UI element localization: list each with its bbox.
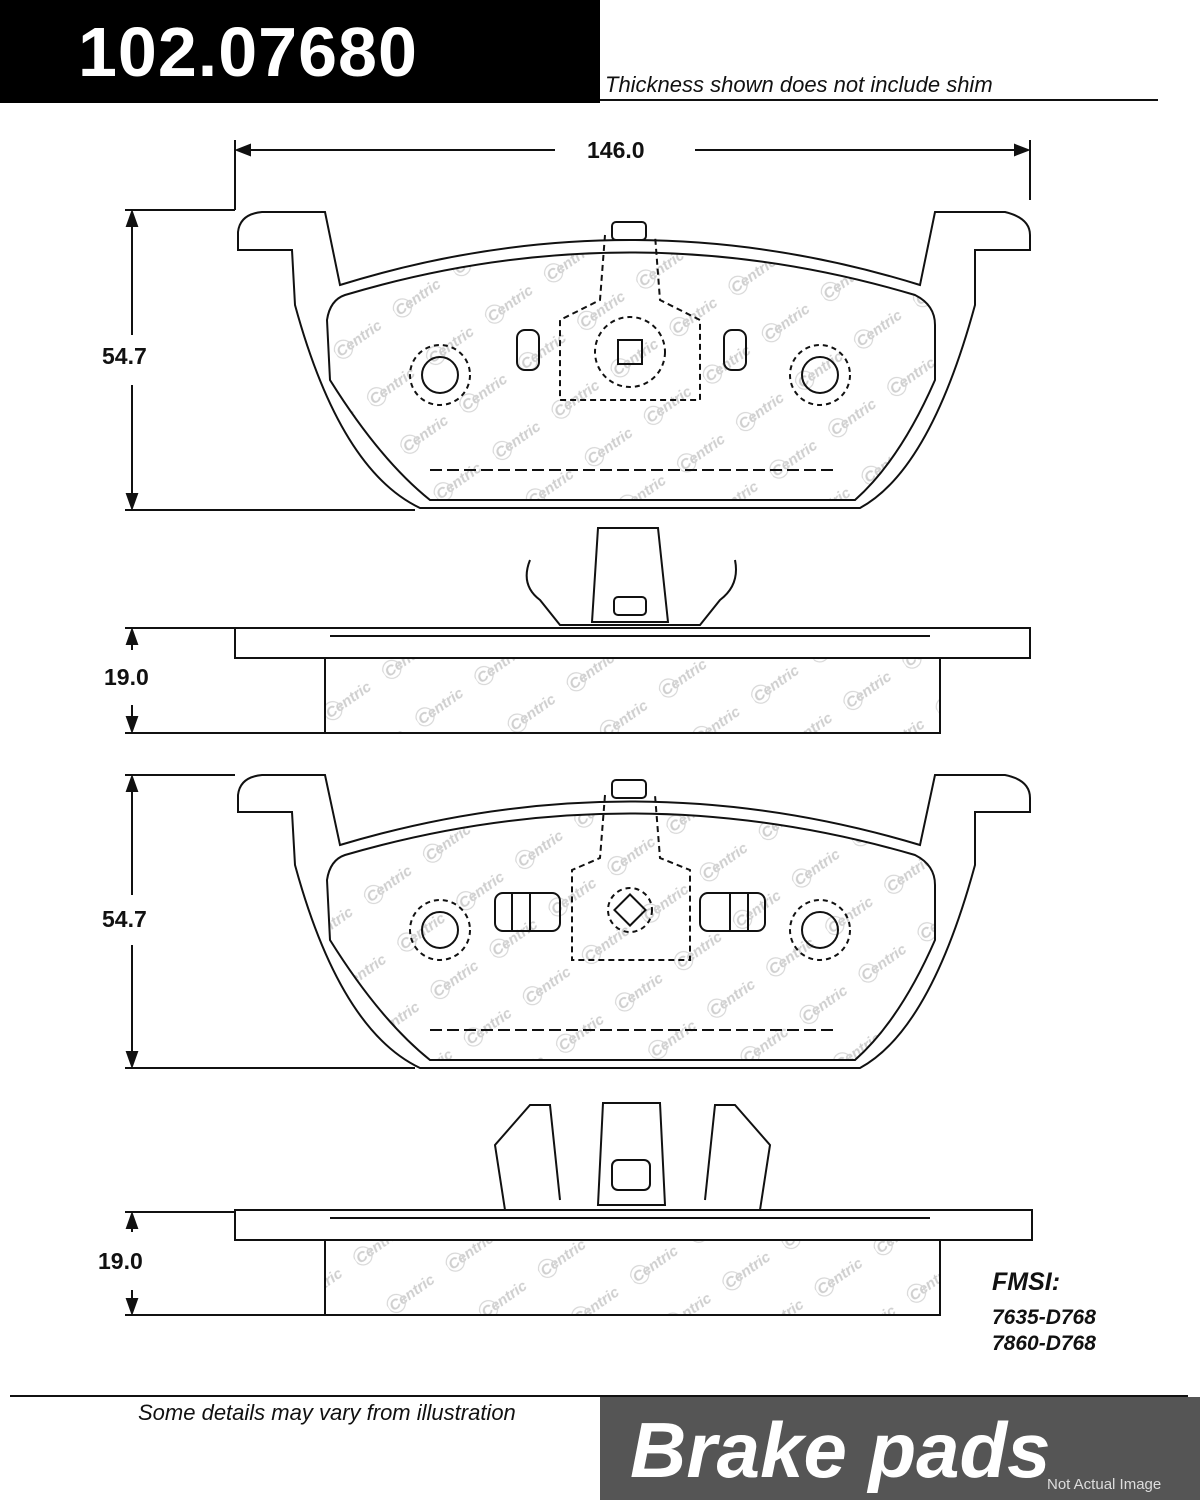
pad2-friction-material [325,812,936,1061]
pad1-hole-right [789,344,851,406]
pad2-center-hub [607,887,653,933]
pad1-thickness-dimension: 19.0 [104,664,149,690]
pad2-height-arrow-bottom [125,1051,139,1069]
illustration-note: Some details may vary from illustration [138,1400,516,1425]
pad2-spring-clip-left [493,1104,561,1211]
pad1-height-dimension: 54.7 [102,343,147,369]
pad2-thick-arrow-top [125,1211,139,1229]
pad1-height-arrow-top [125,209,139,227]
pad2-center-tab [611,779,647,799]
pad2-lug-right [699,892,766,932]
pad1-height-arrow-bottom [125,493,139,511]
pad2-height-arrow-top [125,774,139,792]
part-number-banner [0,0,600,103]
pad2-thick-arrow-bottom [125,1298,139,1316]
pad2-spring-clip-right [704,1104,772,1211]
pad2-friction-side [324,1239,941,1316]
pad1-lug-left [516,329,540,371]
pad2-thickness-dimension: 19.0 [98,1248,143,1274]
pad1-friction-material [325,251,936,501]
fmsi-code-2: 7860-D768 [992,1332,1096,1355]
top-divider [600,99,1158,101]
bottom-divider [10,1395,1188,1397]
part-number: 102.07680 [78,13,418,91]
pad1-lug-right [723,329,747,371]
width-arrow-left [234,143,251,157]
pad2-hole-left [409,899,471,961]
pad1-thick-arrow-top [125,627,139,645]
width-dimension: 146.0 [587,137,645,163]
pad2-center-square [613,893,647,927]
pad2-clip-center [596,1102,667,1206]
pad2-clip-outline [571,794,691,961]
category-title: Brake pads [630,1406,1051,1494]
pad1-hole-left [409,344,471,406]
pad1-friction-side [324,657,941,734]
pad1-backing-side [234,627,1031,659]
pad1-clip-outline [559,234,701,401]
pad1-center-hub [594,316,666,388]
pad2-lug-left [494,892,561,932]
not-actual-image-note: Not Actual Image [1047,1476,1162,1493]
pad2-height-dimension: 54.7 [102,906,147,932]
pad1-center-tab [611,221,647,241]
pad2-hole-right [789,899,851,961]
pad1-spring-clip [525,559,737,626]
fmsi-label: FMSI: [992,1268,1061,1296]
thickness-note: Thickness shown does not include shim [605,72,993,97]
pad1-center-square [617,339,643,365]
pad1-thick-arrow-bottom [125,716,139,734]
pad1-clip-center [590,527,670,623]
width-arrow-right [1014,143,1031,157]
pad2-backing-side [234,1209,1033,1241]
category-banner [600,1397,1200,1500]
fmsi-code-1: 7635-D768 [992,1306,1096,1329]
